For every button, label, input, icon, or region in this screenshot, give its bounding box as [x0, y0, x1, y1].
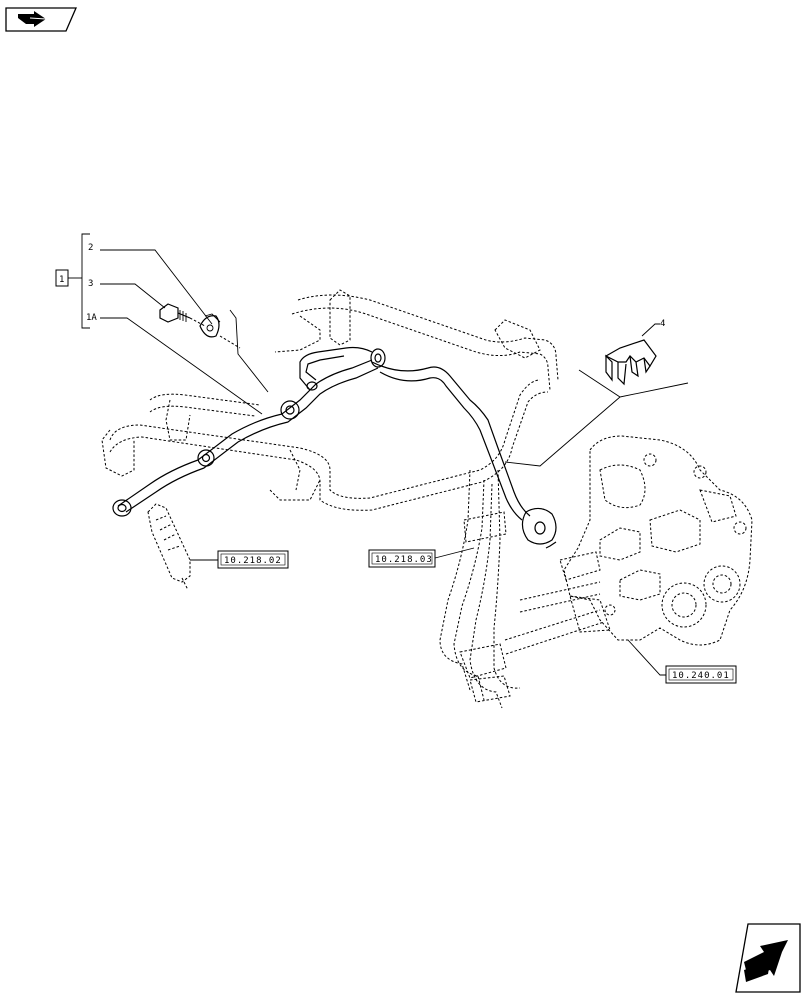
seal-washer: [199, 313, 241, 349]
phantom-pipes: [101, 289, 605, 709]
item-label-4: 4: [660, 319, 665, 329]
reference-injector[interactable]: 10.218.02: [217, 550, 289, 569]
item-group-bracket: 1 2 3 1A: [55, 233, 97, 329]
injector: [147, 503, 218, 591]
item-label-3: 3: [88, 279, 93, 289]
banjo-bolt: [159, 303, 206, 327]
reference-pipes-label: 10.218.03: [375, 555, 433, 565]
next-page-arrow-icon[interactable]: [735, 923, 801, 993]
reference-injector-label: 10.218.02: [224, 556, 282, 566]
reference-pump[interactable]: 10.240.01: [627, 639, 737, 684]
item-label-2: 2: [88, 243, 93, 253]
injection-pump: [559, 435, 753, 646]
reference-pump-label: 10.240.01: [672, 671, 730, 681]
leak-off-pipe: [112, 346, 557, 549]
pipe-clip: 4: [604, 319, 665, 386]
leader-lines: [100, 249, 689, 467]
item-label-1a: 1A: [86, 313, 97, 323]
reference-pipes[interactable]: 10.218.03: [368, 547, 475, 568]
book-arrow-icon[interactable]: [5, 7, 77, 32]
group-label: 1: [59, 275, 64, 285]
